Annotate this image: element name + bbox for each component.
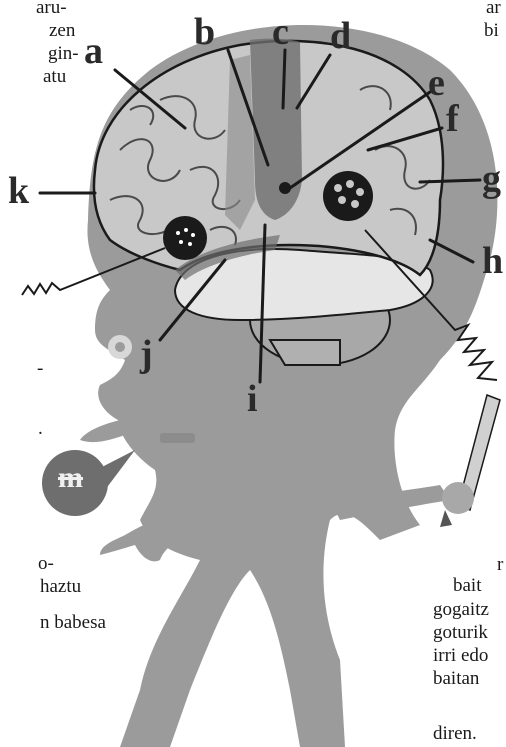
text-left-top-3: gin- (48, 42, 79, 65)
text-right-bottom-4: goturik (433, 621, 488, 644)
speech-bubble-letter: m (58, 463, 83, 493)
label-h: h (482, 242, 503, 280)
label-i: i (247, 380, 258, 418)
text-left-top-4: atu (43, 65, 66, 88)
text-right-top-1: ar (486, 0, 501, 19)
text-left-middle-2: . (38, 417, 43, 440)
text-right-bottom-6: baitan (433, 667, 479, 690)
ear-inner (115, 342, 125, 352)
label-f: f (446, 100, 459, 138)
text-right-bottom-7: diren. (433, 722, 477, 745)
label-d: d (330, 17, 351, 55)
label-b: b (194, 13, 215, 51)
text-left-top-2: zen (49, 19, 75, 42)
label-a: a (84, 32, 103, 70)
text-left-bottom-1: o- (38, 552, 54, 575)
label-k: k (8, 172, 29, 210)
right-electrode (323, 171, 373, 221)
text-left-middle-1: - (37, 357, 43, 380)
label-g: g (482, 160, 501, 198)
text-right-bottom-3: gogaitz (433, 598, 489, 621)
left-electrode (163, 216, 207, 260)
text-right-bottom-1: r (497, 553, 503, 576)
speech-bubble-tail (100, 450, 135, 490)
pencil-icon (440, 395, 500, 527)
central-band (250, 39, 302, 220)
text-left-bottom-2: haztu (40, 575, 81, 598)
text-right-bottom-5: irri edo (433, 644, 488, 667)
text-right-top-2: bi (484, 19, 499, 42)
text-left-top-1: aru- (36, 0, 67, 19)
text-right-bottom-2: bait (453, 574, 482, 597)
text-left-bottom-3: n babesa (40, 611, 106, 634)
nose (80, 420, 125, 442)
label-j: j (140, 335, 153, 373)
label-e: e (428, 64, 445, 102)
mouth (160, 433, 195, 443)
label-c: c (272, 13, 289, 51)
